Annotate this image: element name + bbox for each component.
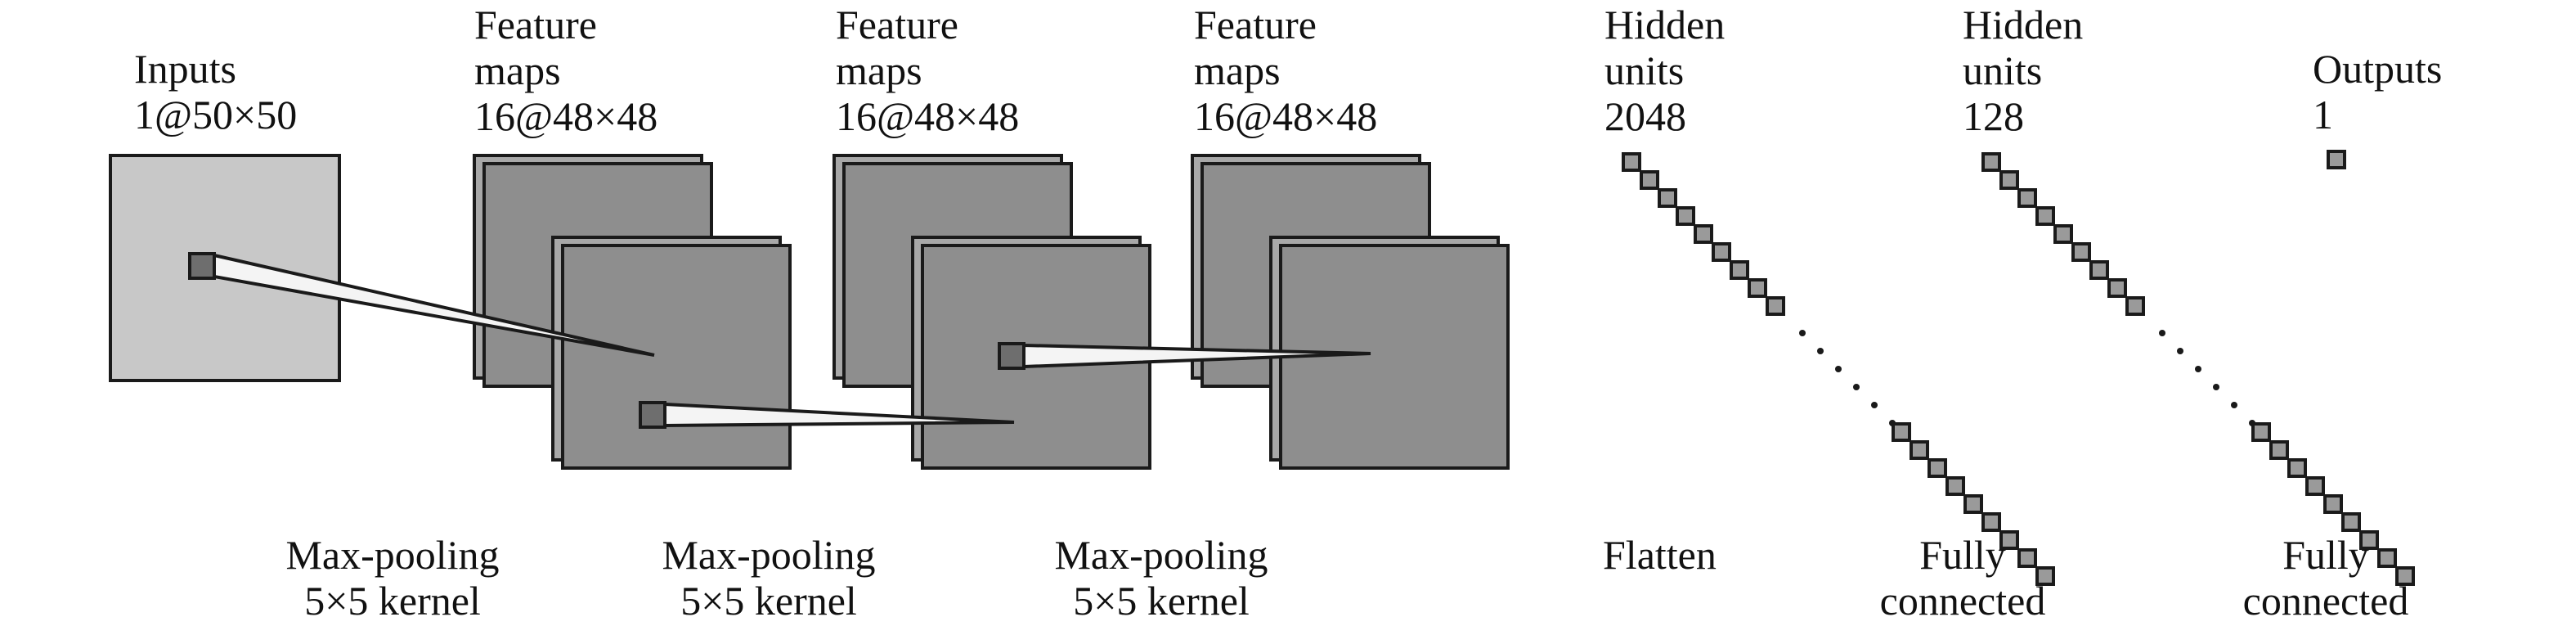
feature-maps-3-line1: Feature	[1194, 2, 1317, 47]
fully-connected-1-line1: Fully	[1919, 532, 2006, 578]
hidden-unit-node	[1981, 152, 2001, 172]
hidden-units-128-column	[1981, 152, 2415, 586]
fully-connected-2-line2: connected	[2242, 578, 2409, 624]
hidden-unit-node	[2395, 566, 2415, 586]
hidden-unit-node	[2107, 278, 2127, 298]
kernel-connection-2	[639, 401, 1015, 429]
feature-maps-3-line2: maps	[1194, 47, 1281, 93]
max-pooling-2-line1: Max-pooling	[662, 532, 876, 578]
fully-connected-2-label: Fully connected	[2219, 532, 2432, 624]
feature-maps-2-line1: Feature	[836, 2, 958, 47]
feature-maps-3-label: Feature maps 16@48×48	[1194, 2, 1377, 139]
hidden-unit-node	[1730, 260, 1749, 280]
max-pooling-3-line2: 5×5 kernel	[1073, 578, 1250, 624]
inputs-label: Inputs 1@50×50	[134, 46, 297, 137]
flatten-line1: Flatten	[1603, 532, 1717, 578]
outputs-label-line2: 1	[2313, 92, 2333, 137]
hidden-unit-node	[2053, 224, 2073, 244]
hidden-unit-node	[1640, 170, 1659, 190]
hidden-unit-node	[1658, 188, 1677, 208]
hidden-unit-node	[2377, 548, 2397, 568]
hidden-units-1-line3: 2048	[1604, 93, 1686, 139]
feature-maps-3-line3: 16@48×48	[1194, 93, 1378, 139]
feature-map-stack-1	[473, 154, 792, 470]
hidden-units-2-line3: 128	[1963, 93, 2024, 139]
feature-maps-2-label: Feature maps 16@48×48	[836, 2, 1019, 139]
hidden-unit-node	[2035, 566, 2055, 586]
hidden-unit-node	[1892, 422, 1911, 442]
hidden-units-1-label: Hidden units 2048	[1604, 2, 1725, 139]
max-pooling-1-label: Max-pooling 5×5 kernel	[245, 532, 540, 624]
hidden-unit-node	[2359, 530, 2379, 550]
hidden-units-1-line2: units	[1604, 47, 1685, 93]
hidden-unit-node	[2287, 458, 2307, 478]
feature-maps-2-line3: 16@48×48	[836, 93, 1020, 139]
ellipsis-dot	[1817, 348, 1824, 354]
hidden-units-2048-column	[1622, 152, 2055, 586]
hidden-unit-node	[2017, 548, 2037, 568]
hidden-unit-node	[2341, 512, 2361, 532]
hidden-unit-node	[1712, 242, 1731, 262]
hidden-unit-node	[2269, 440, 2289, 460]
max-pooling-2-line2: 5×5 kernel	[680, 578, 857, 624]
feature-map-stack-3	[1191, 154, 1510, 470]
hidden-units-1-line1: Hidden	[1604, 2, 1726, 47]
max-pooling-3-label: Max-pooling 5×5 kernel	[1014, 532, 1308, 624]
hidden-unit-node	[1694, 224, 1713, 244]
hidden-unit-node	[2323, 494, 2343, 514]
hidden-unit-node	[1928, 458, 1947, 478]
hidden-unit-node	[1999, 530, 2019, 550]
ellipsis-dot	[1835, 366, 1842, 372]
hidden-units-2-line1: Hidden	[1963, 2, 2084, 47]
hidden-unit-node	[1622, 152, 1641, 172]
fully-connected-1-line2: connected	[1879, 578, 2046, 624]
inputs-label-line2: 1@50×50	[134, 92, 298, 137]
hidden-unit-node	[2017, 188, 2037, 208]
feature-maps-1-line3: 16@48×48	[474, 93, 658, 139]
kernel-connection-3	[998, 342, 1371, 370]
hidden-unit-node	[1910, 440, 1929, 460]
hidden-unit-node	[1766, 296, 1785, 316]
feature-maps-1-line1: Feature	[474, 2, 597, 47]
ellipsis-dot	[2159, 330, 2165, 336]
hidden-unit-node	[1981, 512, 2001, 532]
hidden-unit-node	[2071, 242, 2091, 262]
hidden-unit-node	[2035, 206, 2055, 226]
hidden-unit-node	[2125, 296, 2145, 316]
ellipsis-dot	[2231, 402, 2237, 408]
hidden-unit-node	[1676, 206, 1695, 226]
ellipsis-dot	[2177, 348, 2183, 354]
hidden-units-2-line2: units	[1963, 47, 2043, 93]
fully-connected-2-line1: Fully	[2282, 532, 2369, 578]
outputs-label-line1: Outputs	[2313, 46, 2443, 92]
hidden-unit-node	[2251, 422, 2271, 442]
hidden-unit-node	[1999, 170, 2019, 190]
outputs-label: Outputs 1	[2313, 46, 2442, 137]
hidden-unit-node	[2089, 260, 2109, 280]
ellipsis-dot	[2195, 366, 2201, 372]
max-pooling-2-label: Max-pooling 5×5 kernel	[622, 532, 916, 624]
max-pooling-1-line2: 5×5 kernel	[304, 578, 481, 624]
feature-maps-1-line2: maps	[474, 47, 561, 93]
output-node	[2327, 150, 2346, 169]
max-pooling-3-line1: Max-pooling	[1054, 532, 1268, 578]
inputs-label-line1: Inputs	[134, 46, 236, 92]
feature-maps-1-label: Feature maps 16@48×48	[474, 2, 657, 139]
kernel-connection-1	[188, 252, 655, 357]
ellipsis-dot	[1871, 402, 1878, 408]
ellipsis-dot	[2213, 384, 2219, 390]
hidden-unit-node	[1748, 278, 1767, 298]
hidden-unit-node	[2305, 476, 2325, 496]
ellipsis-dot	[1853, 384, 1860, 390]
flatten-label: Flatten	[1603, 532, 1717, 578]
hidden-unit-node	[1963, 494, 1983, 514]
hidden-units-2-label: Hidden units 128	[1963, 2, 2083, 139]
ellipsis-dot	[1799, 330, 1806, 336]
fully-connected-1-label: Fully connected	[1856, 532, 2069, 624]
hidden-unit-node	[1945, 476, 1965, 496]
max-pooling-1-line1: Max-pooling	[285, 532, 500, 578]
feature-maps-2-line2: maps	[836, 47, 922, 93]
